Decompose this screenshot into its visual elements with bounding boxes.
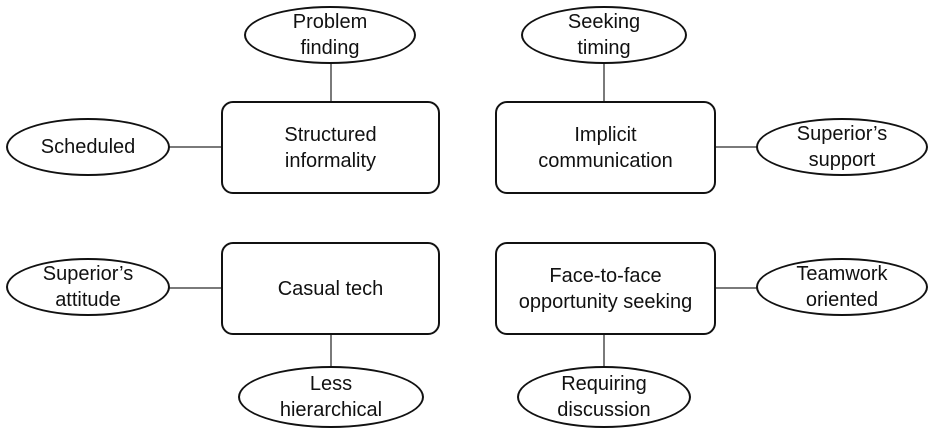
box-face-to-face-label: Face-to-face opportunity seeking: [518, 264, 693, 313]
box-casual-tech: Casual tech: [221, 242, 440, 335]
oval-problem-finding-label: Problem finding: [292, 11, 368, 59]
box-structured-informality: Structured informality: [221, 101, 440, 194]
oval-scheduled-label: Scheduled: [40, 136, 136, 158]
oval-problem-finding: Problem finding: [244, 6, 416, 64]
oval-requiring-discussion-label: Requiring discussion: [557, 373, 651, 421]
oval-superiors-support-label: Superior’s support: [796, 123, 888, 171]
connector-implicit-superiors-support: [714, 146, 758, 148]
oval-scheduled: Scheduled: [6, 118, 170, 176]
connector-face-to-face-teamwork: [714, 287, 758, 289]
box-casual-tech-label: Casual tech: [277, 277, 384, 300]
connector-seeking-timing-implicit: [603, 62, 605, 102]
connector-scheduled-structured: [168, 146, 222, 148]
box-implicit-communication: Implicit communication: [495, 101, 716, 194]
oval-less-hierarchical: Less hierarchical: [238, 366, 424, 428]
oval-teamwork-oriented: Teamwork oriented: [756, 258, 928, 316]
oval-teamwork-oriented-label: Teamwork oriented: [796, 263, 888, 311]
connector-problem-finding-structured: [330, 62, 332, 102]
box-implicit-communication-label: Implicit communication: [538, 123, 673, 172]
connector-casual-less-hierarchical: [330, 333, 332, 367]
connector-face-to-face-requiring: [603, 333, 605, 367]
box-structured-informality-label: Structured informality: [284, 123, 377, 172]
oval-superiors-attitude-label: Superior’s attitude: [42, 263, 134, 311]
oval-seeking-timing-label: Seeking timing: [567, 11, 641, 59]
oval-superiors-attitude: Superior’s attitude: [6, 258, 170, 316]
box-face-to-face: Face-to-face opportunity seeking: [495, 242, 716, 335]
connector-superiors-attitude-casual: [168, 287, 222, 289]
oval-seeking-timing: Seeking timing: [521, 6, 687, 64]
oval-superiors-support: Superior’s support: [756, 118, 928, 176]
oval-requiring-discussion: Requiring discussion: [517, 366, 691, 428]
oval-less-hierarchical-label: Less hierarchical: [279, 373, 383, 421]
